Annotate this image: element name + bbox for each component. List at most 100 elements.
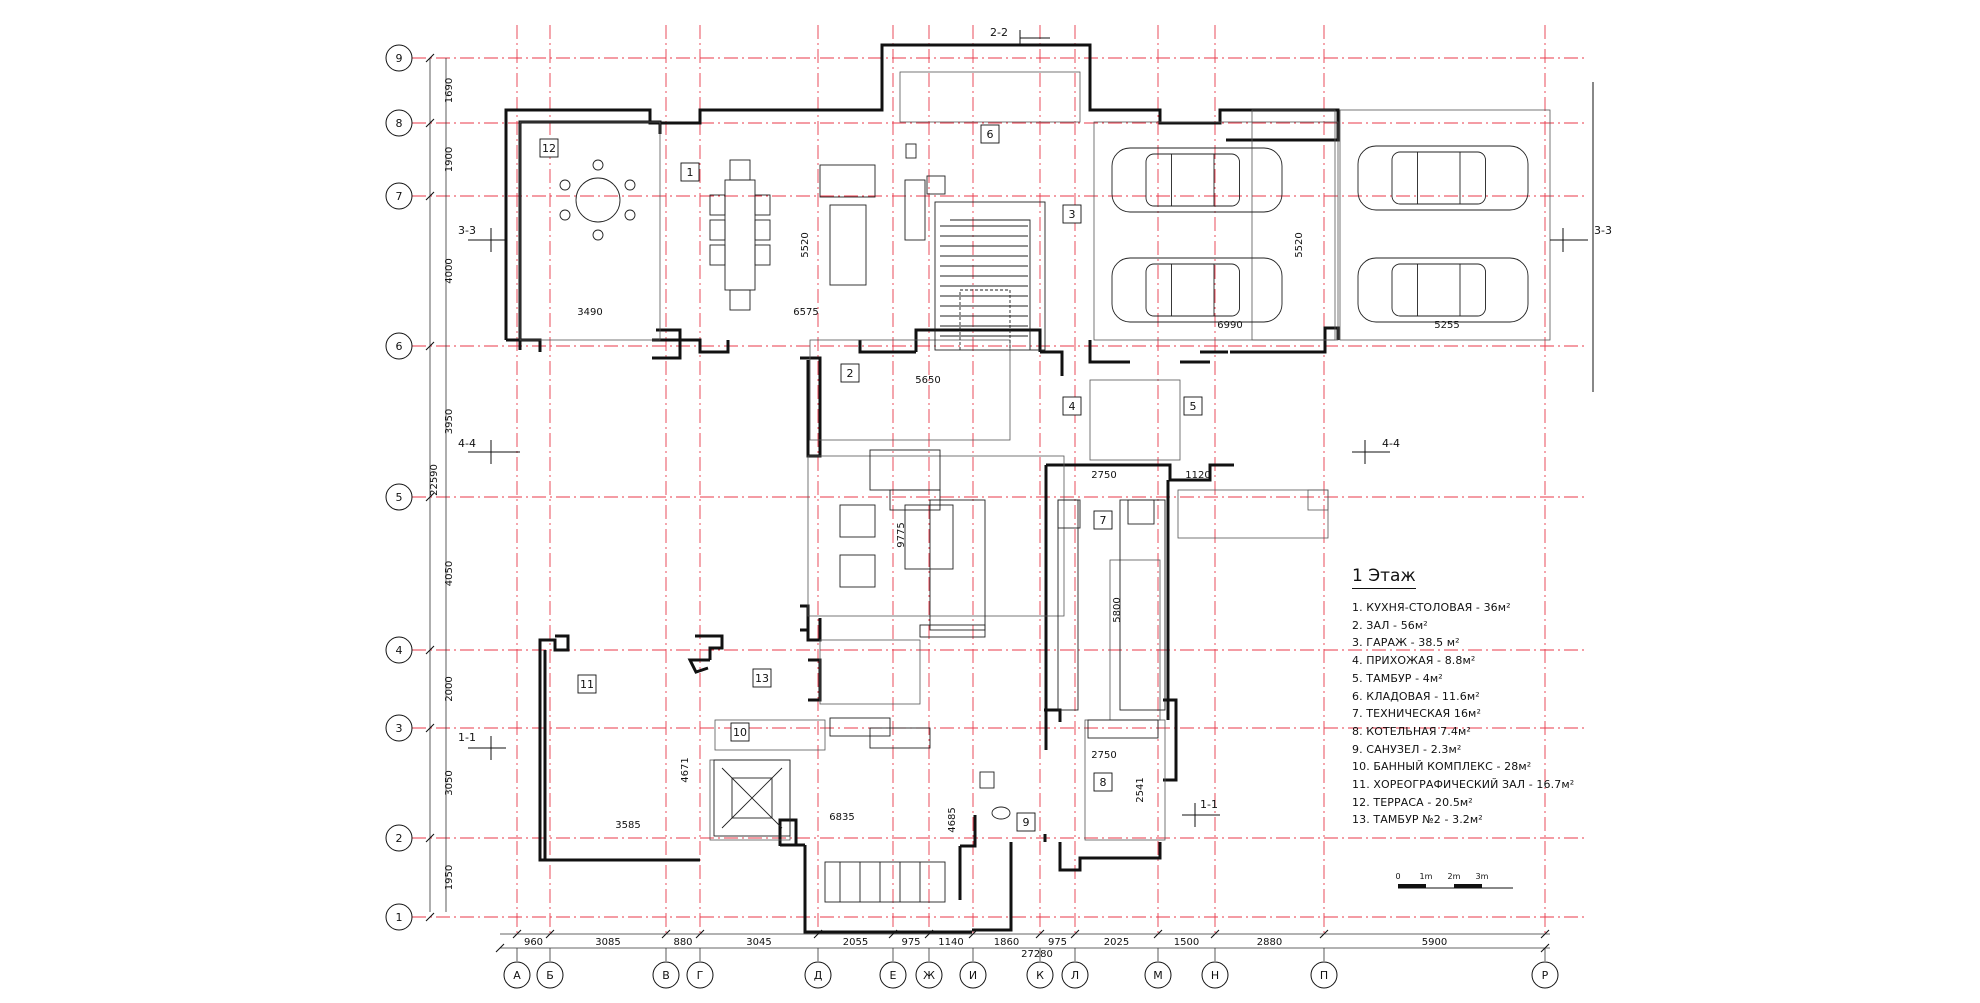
room-number: 2 bbox=[840, 363, 860, 383]
column-axis-bubble: Ж bbox=[915, 948, 943, 989]
svg-text:11: 11 bbox=[580, 678, 594, 691]
row-axis-bubble: 6 bbox=[385, 332, 413, 360]
interior-dimension-label: 9775 bbox=[896, 522, 907, 547]
row-axis-bubble: 3 bbox=[385, 714, 413, 742]
section-1-1-left: 1-1 bbox=[458, 731, 476, 744]
column-spacing-label: 2055 bbox=[843, 937, 868, 948]
column-axis-label: Д bbox=[814, 969, 823, 982]
interior-dimension-label: 6990 bbox=[1217, 320, 1242, 331]
row-axis-bubble: 2 bbox=[385, 824, 413, 852]
column-spacing-label: 960 bbox=[524, 937, 543, 948]
room-number: 4 bbox=[1062, 396, 1082, 416]
row-axis-bubble: 9 bbox=[385, 44, 413, 72]
interior-dimension-label: 6575 bbox=[793, 307, 818, 318]
car bbox=[1111, 147, 1283, 213]
section-3-3-right: 3-3 bbox=[1594, 224, 1612, 237]
axis-grid bbox=[412, 25, 1585, 935]
column-axis-label: Б bbox=[546, 969, 554, 982]
row-axis-label: 9 bbox=[396, 52, 403, 65]
svg-text:2: 2 bbox=[847, 367, 854, 380]
column-axis-bubble: Л bbox=[1061, 948, 1089, 989]
car bbox=[1111, 257, 1283, 323]
column-spacing-label: 3085 bbox=[595, 937, 620, 948]
column-spacing-label: 1860 bbox=[994, 937, 1019, 948]
interior-dimension-label: 2541 bbox=[1135, 777, 1146, 802]
row-axis-label: 1 bbox=[396, 911, 403, 924]
svg-text:7: 7 bbox=[1100, 514, 1107, 527]
room-number: 12 bbox=[539, 138, 559, 158]
dimension-ticks bbox=[425, 53, 1550, 953]
svg-text:3: 3 bbox=[1069, 208, 1076, 221]
column-spacing-label: 1500 bbox=[1174, 937, 1199, 948]
interior-lines bbox=[519, 71, 1551, 841]
section-1-1-right: 1-1 bbox=[1200, 798, 1218, 811]
column-axis-bubble: М bbox=[1144, 948, 1172, 989]
interior-dimension-label: 5650 bbox=[915, 375, 940, 386]
room-number: 5 bbox=[1183, 396, 1203, 416]
room-number: 11 bbox=[577, 674, 597, 694]
section-marks bbox=[468, 30, 1594, 827]
interior-dimension-label: 5255 bbox=[1434, 320, 1459, 331]
section-3-3-left: 3-3 bbox=[458, 224, 476, 237]
car bbox=[1357, 145, 1529, 211]
row-axis-label: 8 bbox=[396, 117, 403, 130]
legend-item: 3. ГАРАЖ - 38.5 м² bbox=[1352, 636, 1460, 650]
interior-dimension-label: 2750 bbox=[1091, 750, 1116, 761]
svg-text:5: 5 bbox=[1190, 400, 1197, 413]
legend-item: 7. ТЕХНИЧЕСКАЯ 16м² bbox=[1352, 707, 1481, 721]
column-axis-label: Н bbox=[1211, 969, 1219, 982]
column-spacing-label: 1140 bbox=[938, 937, 963, 948]
interior-dimension-label: 3490 bbox=[577, 307, 602, 318]
room-number: 1 bbox=[680, 162, 700, 182]
row-axis-bubble: 7 bbox=[385, 182, 413, 210]
row-axis-bubble: 4 bbox=[385, 636, 413, 664]
row-spacing-label: 3050 bbox=[444, 770, 455, 795]
row-axis-label: 2 bbox=[396, 832, 403, 845]
column-spacing-label: 2880 bbox=[1257, 937, 1282, 948]
legend-item: 9. САНУЗЕЛ - 2.3м² bbox=[1352, 742, 1462, 756]
room-number: 6 bbox=[980, 124, 1000, 144]
row-spacing-label: 3950 bbox=[444, 409, 455, 434]
section-4-4-left: 4-4 bbox=[458, 437, 476, 450]
svg-text:8: 8 bbox=[1100, 776, 1107, 789]
column-axis-label: Ж bbox=[923, 969, 935, 982]
legend-item: 8. КОТЕЛЬНАЯ 7.4м² bbox=[1352, 724, 1471, 738]
row-axis-bubble: 5 bbox=[385, 483, 413, 511]
svg-text:6: 6 bbox=[987, 128, 994, 141]
legend-item: 13. ТАМБУР №2 - 3.2м² bbox=[1352, 813, 1483, 827]
interior-dimension-label: 5520 bbox=[1294, 232, 1305, 257]
row-spacing-label: 2000 bbox=[444, 676, 455, 701]
svg-text:12: 12 bbox=[542, 142, 556, 155]
car bbox=[1357, 257, 1529, 323]
room-number: 10 bbox=[730, 722, 750, 742]
row-spacing-label: 4000 bbox=[444, 258, 455, 283]
column-spacing-label: 2025 bbox=[1104, 937, 1129, 948]
section-4-4-right: 4-4 bbox=[1382, 437, 1400, 450]
column-axis-label: Л bbox=[1071, 969, 1079, 982]
room-number: 3 bbox=[1062, 204, 1082, 224]
row-spacing-label: 1900 bbox=[444, 147, 455, 172]
staircase bbox=[934, 201, 1046, 351]
room-number: 13 bbox=[752, 668, 772, 688]
section-labels: 2-2 3-3 3-3 4-4 4-4 1-1 1-1 bbox=[458, 26, 1612, 811]
svg-text:1: 1 bbox=[687, 166, 694, 179]
svg-text:9: 9 bbox=[1023, 816, 1030, 829]
interior-dimension-label: 4685 bbox=[947, 807, 958, 832]
room-number: 7 bbox=[1093, 510, 1113, 530]
column-axis-label: Р bbox=[1542, 969, 1549, 982]
row-spacing-label: 1950 bbox=[444, 865, 455, 890]
interior-dimension-label: 1120 bbox=[1185, 470, 1210, 481]
row-axis-label: 6 bbox=[396, 340, 403, 353]
legend-item: 10. БАННЫЙ КОМПЛЕКС - 28м² bbox=[1352, 760, 1532, 774]
column-spacing-label: 975 bbox=[1048, 937, 1067, 948]
row-spacing-label: 4050 bbox=[444, 561, 455, 586]
column-axis-bubble: В bbox=[652, 948, 680, 989]
svg-text:13: 13 bbox=[755, 672, 769, 685]
column-axis-bubble: Н bbox=[1201, 948, 1229, 989]
